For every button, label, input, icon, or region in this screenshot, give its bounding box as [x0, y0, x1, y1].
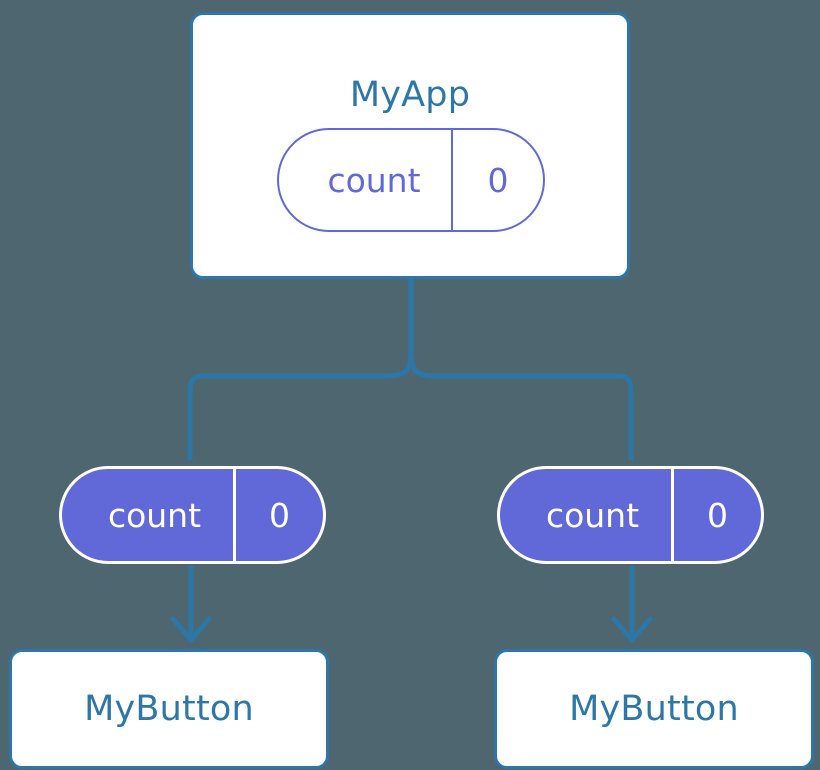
state-pill-key: count	[62, 469, 236, 561]
state-pill-key: count	[500, 469, 674, 561]
state-pill-value: 0	[487, 160, 509, 200]
component-card-mybutton-left[interactable]: MyButton	[9, 649, 329, 769]
arrow-head-left-icon	[170, 616, 212, 643]
connector-branch-right	[408, 351, 634, 460]
component-card-mybutton-right[interactable]: MyButton	[494, 649, 814, 769]
state-pill-child-right[interactable]: count 0	[497, 466, 764, 564]
component-label-mybutton: MyButton	[84, 689, 254, 729]
state-pill-value: 0	[707, 495, 728, 535]
state-pill-value: 0	[269, 495, 290, 535]
connector-branch-left	[187, 351, 414, 460]
state-pill-child-left[interactable]: count 0	[59, 466, 326, 564]
arrow-head-right-icon	[611, 616, 653, 643]
component-label-mybutton: MyButton	[569, 689, 739, 729]
state-pill-myapp[interactable]: count 0	[277, 128, 545, 232]
component-label-myapp: MyApp	[349, 75, 471, 115]
state-pill-key: count	[279, 130, 453, 230]
